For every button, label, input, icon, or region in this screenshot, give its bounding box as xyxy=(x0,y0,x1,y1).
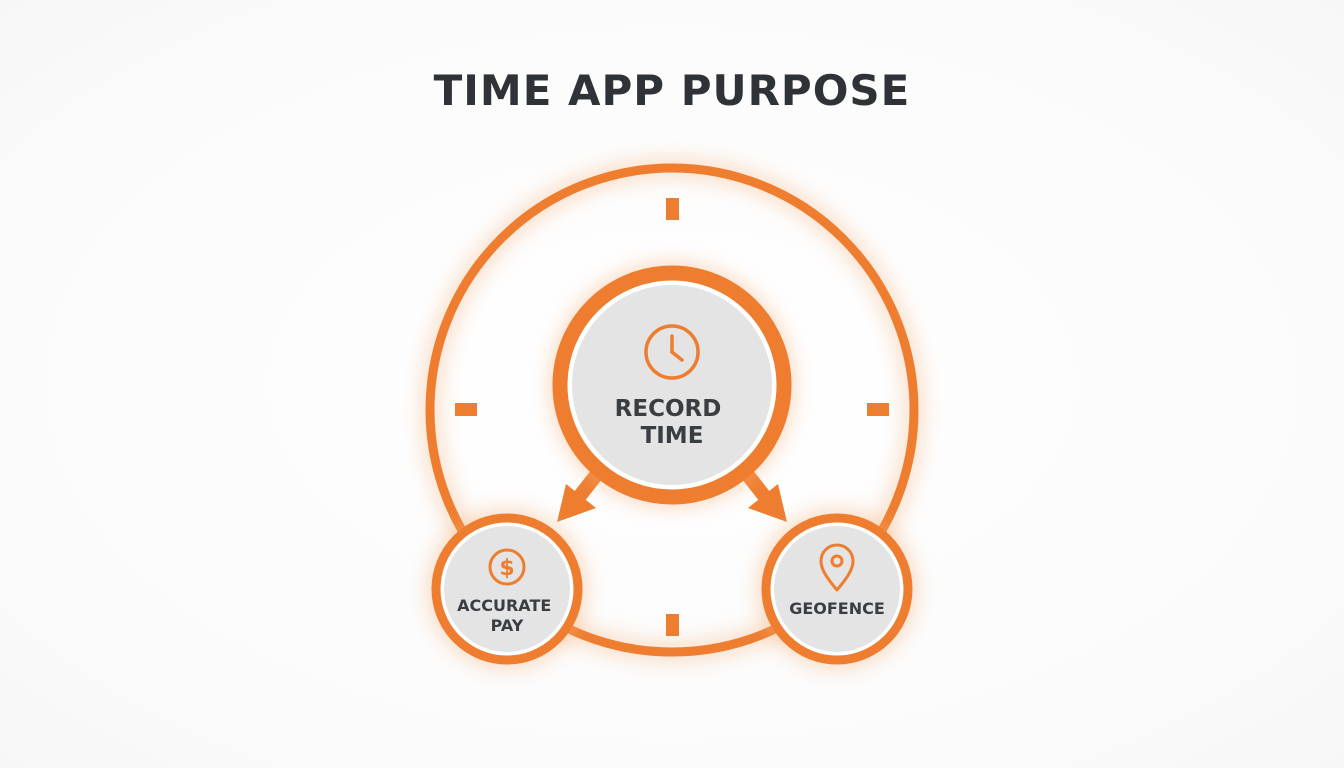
record-time-label-line-1: RECORD xyxy=(615,396,722,422)
accurate-pay-label-line-2: PAY xyxy=(491,616,524,635)
page-title: TIME APP PURPOSE xyxy=(433,66,911,115)
node-geofence: GEOFENCE xyxy=(757,509,917,669)
record-time-label-line-2: TIME xyxy=(641,423,704,449)
tick-mark-left xyxy=(455,403,477,416)
geofence-label: GEOFENCE xyxy=(789,599,885,618)
dollar-icon: $ xyxy=(488,548,526,586)
tick-mark-bottom xyxy=(666,614,679,636)
svg-text:RECORD TIME: RECORD TIME xyxy=(615,396,730,449)
svg-text:$: $ xyxy=(499,556,514,581)
node-accurate-pay: $ ACCURATE PAY xyxy=(427,509,587,669)
svg-text:ACCURATE PAY: ACCURATE PAY xyxy=(457,596,557,635)
node-record-time: RECORD TIME xyxy=(550,263,794,507)
tick-mark-top xyxy=(666,198,679,220)
location-pin-icon xyxy=(819,543,855,592)
clock-icon xyxy=(644,324,700,380)
clock-face-ring xyxy=(425,163,919,657)
tick-mark-right xyxy=(867,403,889,416)
svg-text:GEOFENCE: GEOFENCE xyxy=(789,599,885,618)
accurate-pay-label-line-1: ACCURATE xyxy=(457,596,551,615)
